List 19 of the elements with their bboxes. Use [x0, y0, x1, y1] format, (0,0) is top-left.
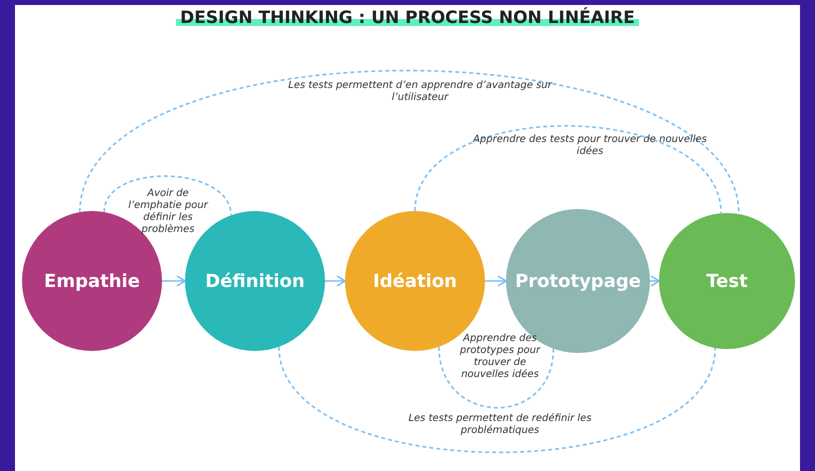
dashed-connector — [103, 175, 232, 216]
stage-name: Test — [706, 270, 748, 292]
dashed-connector — [414, 125, 722, 214]
arrow — [650, 275, 660, 287]
stage-name: Idéation — [373, 270, 457, 292]
stage-name: Empathie — [44, 270, 140, 292]
dashed-connector — [278, 346, 716, 454]
edge-label: Avoir de l’emphatie pour définir les problèmes — [127, 188, 210, 236]
edge-label: Apprendre des prototypes pour trouver de nouvelles idées — [458, 333, 542, 381]
arrow — [162, 275, 186, 287]
stage-name: Définition — [205, 270, 305, 292]
dashed-connector — [79, 70, 740, 214]
dashed-connector — [438, 346, 554, 408]
arrow — [485, 275, 507, 287]
edge-label: Apprendre des tests pour trouver de nouvelles idées — [472, 134, 708, 158]
stage-name: Prototypage — [515, 270, 641, 292]
edge-label: Les tests permettent d’en apprendre d’avantage sur l’utilisateur — [287, 80, 554, 104]
edge-label: Les tests permettent de redéfinir les problématiques — [407, 413, 593, 437]
arrow — [325, 275, 346, 287]
